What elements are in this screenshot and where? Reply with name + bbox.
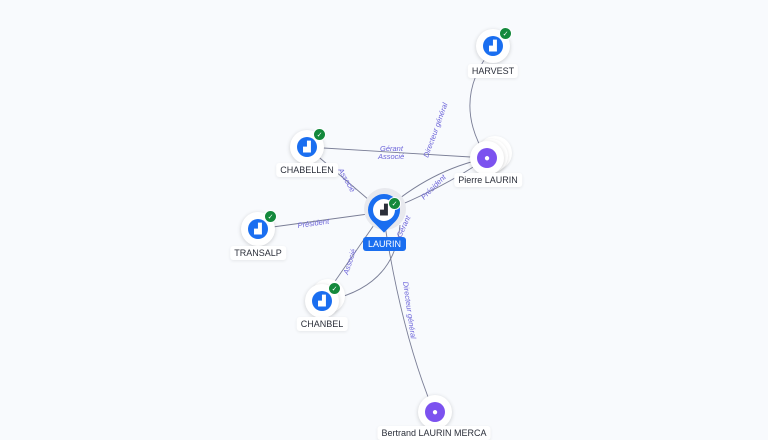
edge-label-gerant: Gérant [380, 144, 404, 153]
edge-label-directeur-harvest: Directeur général [421, 101, 449, 158]
edge-pierre-chabellen [306, 146, 488, 159]
node-chabellen[interactable]: ▟ ✓ [290, 128, 326, 164]
verified-check-icon: ✓ [328, 282, 341, 295]
building-icon: ▟ [248, 219, 268, 239]
node-chanbel[interactable]: ▟ ✓ [305, 282, 341, 318]
edge-label-associe-chanbel: Associé [341, 248, 358, 277]
edge-label-associe: Associé [377, 152, 404, 161]
building-icon: ▟ [483, 36, 503, 56]
node-transalp[interactable]: ▟ ✓ [241, 210, 277, 246]
node-bottom-person[interactable]: ● [418, 395, 452, 429]
verified-check-icon: ✓ [499, 27, 512, 40]
verified-check-icon: ✓ [388, 197, 401, 210]
node-harvest[interactable]: ▟ ✓ [476, 27, 512, 63]
building-icon: ▟ [312, 291, 332, 311]
edge-label-associe-chabellen: Associé [336, 166, 357, 194]
edge-laurin-transalp [257, 211, 384, 230]
edge-label-directeur-bottom: Directeur général [401, 281, 418, 340]
person-icon: ● [477, 148, 497, 168]
node-label-chabellen: CHABELLEN [276, 163, 338, 177]
node-label-harvest: HARVEST [467, 64, 519, 78]
edge-label-president-transalp: Président [297, 217, 331, 230]
node-label-pierre-laurin: Pierre LAURIN [454, 173, 522, 187]
verified-check-icon: ✓ [313, 128, 326, 141]
node-label-transalp: TRANSALP [230, 246, 286, 260]
node-label-bottom-person: Bertrand LAURIN MERCA [377, 426, 491, 440]
building-icon: ▟ [297, 137, 317, 157]
node-label-chanbel: CHANBEL [296, 317, 348, 331]
person-icon: ● [425, 402, 445, 422]
verified-check-icon: ✓ [264, 210, 277, 223]
center-label-laurin: LAURIN [363, 237, 407, 251]
node-pierre-laurin[interactable]: ● [470, 141, 504, 175]
